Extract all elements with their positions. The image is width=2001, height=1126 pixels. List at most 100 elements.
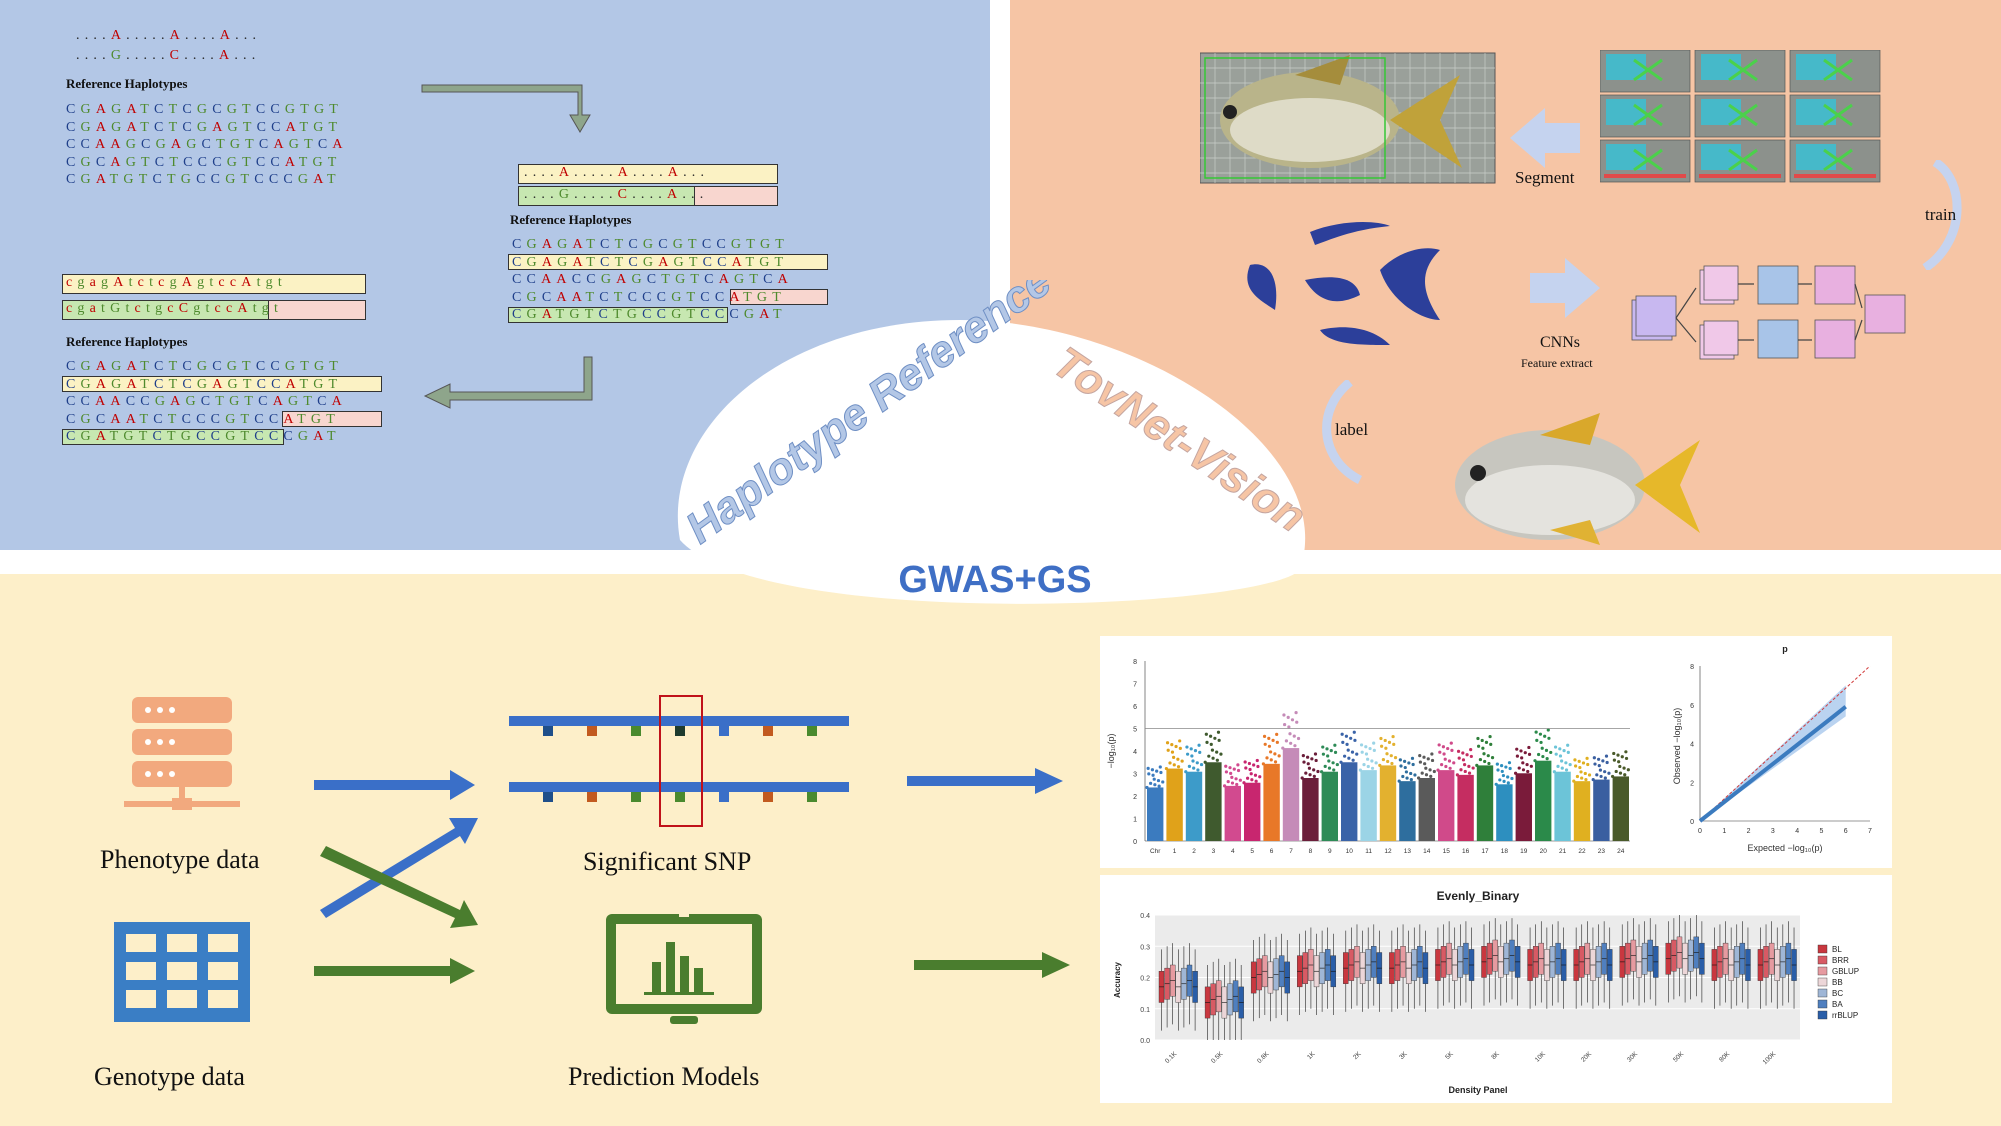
train-cell-bar <box>1699 174 1781 178</box>
manhattan-point <box>1437 743 1441 747</box>
manhattan-ytick: 3 <box>1133 772 1137 779</box>
qq-xtick: 0 <box>1698 828 1702 835</box>
manhattan-point <box>1575 774 1580 779</box>
manhattan-point <box>1320 770 1324 774</box>
arrow-to-gs <box>914 952 1070 978</box>
manhattan-point <box>1155 769 1159 773</box>
legend-label: BRR <box>1832 956 1849 965</box>
manhattan-point <box>1432 769 1436 774</box>
manhattan-point <box>1244 766 1248 770</box>
manhattan-point <box>1452 761 1456 765</box>
manhattan-point <box>1506 781 1510 785</box>
manhattan-point <box>1539 740 1543 745</box>
manhattan-point <box>1370 766 1375 770</box>
manhattan-point <box>1326 754 1330 758</box>
manhattan-point <box>1595 773 1599 777</box>
manhattan-chrom-block <box>1515 773 1532 841</box>
manhattan-point <box>1442 752 1446 756</box>
manhattan-point <box>1486 754 1490 758</box>
boxplot-xtick: 3K <box>1398 1050 1409 1061</box>
boxplot-ytick: 0.4 <box>1140 913 1150 920</box>
manhattan-point <box>1411 762 1415 767</box>
manhattan-point <box>1294 711 1298 715</box>
manhattan-point <box>1526 769 1530 774</box>
manhattan-point <box>1164 766 1168 771</box>
manhattan-chrom-block <box>1360 770 1377 841</box>
manhattan-point <box>1350 750 1355 754</box>
manhattan-point <box>1467 764 1471 768</box>
qq-ylabel: Observed −log₁₀(p) <box>1672 708 1682 785</box>
manhattan-point <box>1327 766 1332 770</box>
fish-parts <box>1247 222 1440 345</box>
manhattan-point <box>1420 771 1424 775</box>
arrow-to-gwas <box>907 768 1063 794</box>
ref-header-2: Reference Haplotypes <box>510 212 632 227</box>
accuracy-boxplot: 0.00.10.20.30.4Evenly_BinaryAccuracyDens… <box>1113 889 1859 1095</box>
manhattan-point <box>1424 773 1429 777</box>
qq-ytick: 2 <box>1690 780 1694 787</box>
manhattan-point <box>1213 736 1217 740</box>
manhattan-point <box>1502 779 1506 783</box>
legend-label: GBLUP <box>1832 967 1859 976</box>
manhattan-point <box>1224 764 1228 768</box>
manhattan-point <box>1232 767 1236 771</box>
manhattan-point <box>1198 750 1202 754</box>
manhattan-ytick: 4 <box>1133 749 1137 756</box>
manhattan-point <box>1379 736 1383 741</box>
fish-segmented-image <box>1200 52 1496 184</box>
manhattan-point <box>1199 762 1204 767</box>
low-box-3 <box>268 300 366 320</box>
manhattan-chrom-block <box>1282 748 1300 841</box>
manhattan-chrom-label: 20 <box>1540 848 1548 855</box>
manhattan-point <box>1446 746 1450 751</box>
manhattan-ytick: 0 <box>1133 839 1137 846</box>
manhattan-point <box>1617 760 1621 764</box>
arrow-segment <box>1510 108 1580 168</box>
manhattan-point <box>1386 759 1390 764</box>
manhattan-point <box>1515 754 1520 758</box>
manhattan-point <box>1507 761 1512 765</box>
low-seq-1: cgagAtctcgAgtccAtgt <box>66 275 287 290</box>
manhattan-chrom-block <box>1457 774 1474 841</box>
manhattan-chrom-block <box>1612 776 1629 841</box>
manhattan-point <box>1247 761 1252 766</box>
legend-swatch <box>1817 966 1828 976</box>
manhattan-point <box>1418 753 1422 758</box>
manhattan-point <box>1340 732 1344 736</box>
manhattan-point <box>1380 744 1384 748</box>
manhattan-point <box>1235 782 1239 787</box>
manhattan-point <box>1459 768 1463 772</box>
manhattan-point <box>1560 766 1564 770</box>
manhattan-point <box>1195 761 1199 765</box>
manhattan-point <box>1252 763 1256 767</box>
feature-extract-label: Feature extract <box>1521 356 1593 370</box>
manhattan-point <box>1541 754 1545 759</box>
manhattan-point <box>1483 759 1487 764</box>
manhattan-point <box>1564 768 1569 772</box>
manhattan-point <box>1580 776 1584 780</box>
manhattan-point <box>1156 778 1161 783</box>
manhattan-point <box>1306 755 1310 759</box>
manhattan-point <box>1211 756 1215 760</box>
manhattan-point <box>1362 763 1366 767</box>
manhattan-point <box>1308 773 1312 777</box>
manhattan-point <box>1230 781 1235 785</box>
manhattan-point <box>1258 775 1262 779</box>
legend-label: rrBLUP <box>1832 1011 1858 1020</box>
manhattan-point <box>1327 759 1331 763</box>
manhattan-point <box>1255 758 1259 763</box>
manhattan-point <box>1391 734 1395 739</box>
manhattan-point <box>1381 757 1386 762</box>
manhattan-point <box>1256 764 1260 769</box>
arrow-down-1 <box>421 84 591 133</box>
manhattan-point <box>1463 769 1467 774</box>
manhattan-point <box>1176 765 1181 769</box>
manhattan-point <box>1607 771 1611 775</box>
manhattan-point <box>1355 752 1359 756</box>
ref-header-3: Reference Haplotypes <box>66 334 188 349</box>
manhattan-point <box>1490 756 1495 760</box>
legend-swatch <box>1817 977 1828 987</box>
manhattan-point <box>1265 756 1269 760</box>
ref-row: CGATGTCTGCCGTCCCGAT <box>66 172 341 187</box>
